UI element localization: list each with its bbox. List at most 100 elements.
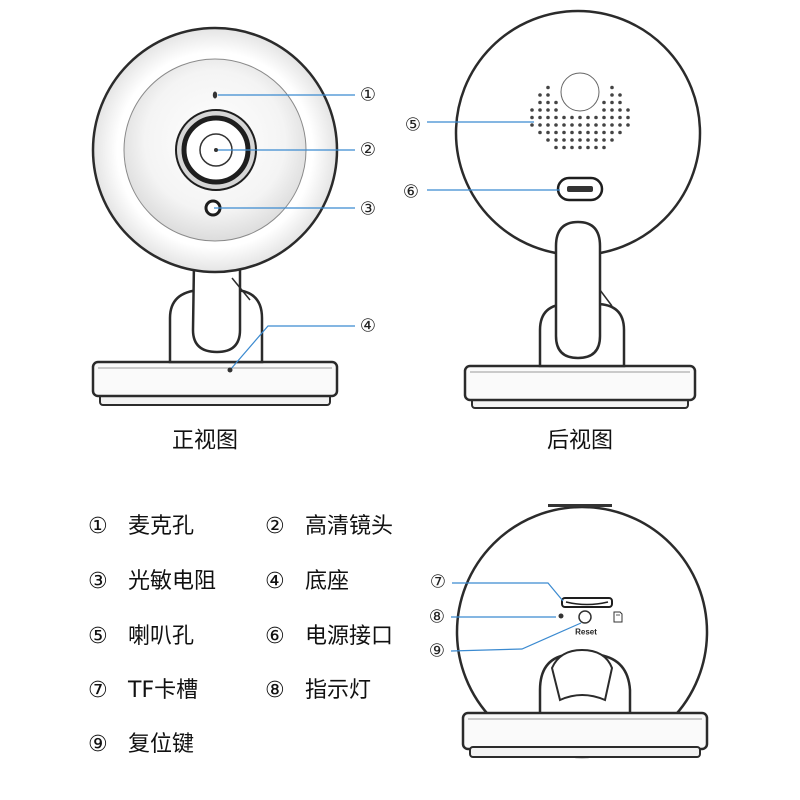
front-view-label: 正视图 <box>172 429 238 454</box>
front-stand-arm-edge <box>231 277 251 301</box>
legend-number: ⑨ <box>88 732 108 757</box>
callout-number-speaker: ⑤ <box>405 115 421 136</box>
speaker-hole <box>554 115 558 120</box>
legend-number: ② <box>265 514 285 539</box>
speaker-hole <box>570 130 574 135</box>
callout-number-indicator: ⑧ <box>429 607 445 628</box>
mic-hole <box>212 91 218 99</box>
callout-number-tf-slot: ⑦ <box>430 572 446 593</box>
legend-number: ④ <box>265 569 285 594</box>
callout-number-light-sensor: ③ <box>360 199 376 220</box>
reset-button <box>578 610 592 624</box>
speaker-hole <box>562 123 566 127</box>
speaker-hole <box>594 123 598 127</box>
bottom-base-rim <box>469 746 701 758</box>
legend-item-speaker: ⑤ 喇叭孔 <box>88 622 194 652</box>
legend-number: ⑦ <box>88 678 108 703</box>
legend-number: ⑧ <box>265 678 285 703</box>
speaker-hole <box>610 108 614 112</box>
front-view: ① ② ③ ④ 正视图 <box>91 26 376 454</box>
speaker-hole <box>602 100 606 105</box>
callout-number-base: ④ <box>360 316 376 337</box>
bottom-base <box>461 711 709 751</box>
speaker-hole <box>594 115 598 120</box>
speaker-hole <box>546 100 550 105</box>
speaker-hole <box>530 115 534 120</box>
callout-line-reset <box>450 622 582 652</box>
speaker-hole <box>610 123 614 127</box>
speaker-hole <box>578 130 582 135</box>
speaker-hole <box>546 108 550 112</box>
legend-text: 底座 <box>305 569 350 594</box>
speaker-hole <box>594 138 598 142</box>
speaker-hole <box>602 130 606 135</box>
speaker-hole <box>562 138 566 142</box>
speaker-hole <box>570 115 574 120</box>
speaker-hole <box>610 93 614 97</box>
legend-text: 光敏电阻 <box>128 569 217 594</box>
back-stand-arm-edge <box>599 289 613 307</box>
indicator-light <box>558 613 564 619</box>
tf-card-slot <box>561 597 613 608</box>
legend-text: 指示灯 <box>305 678 372 703</box>
speaker-hole <box>626 123 630 127</box>
speaker-hole <box>538 108 542 112</box>
speaker-hole <box>530 108 534 112</box>
legend-number: ⑤ <box>88 624 108 649</box>
speaker-hole <box>602 123 606 127</box>
callout-number-reset: ⑨ <box>429 641 445 662</box>
speaker-hole <box>610 85 614 90</box>
speaker-hole <box>618 100 622 105</box>
legend-text: 麦克孔 <box>128 514 195 539</box>
legend-item-tf-slot: ⑦ TF卡槽 <box>88 676 198 706</box>
back-camera-body <box>454 9 702 257</box>
legend-number: ① <box>88 514 108 539</box>
callout-number-power-port: ⑥ <box>403 182 419 203</box>
speaker-hole <box>554 123 558 127</box>
speaker-hole <box>538 115 542 120</box>
speaker-center-circle <box>560 72 600 112</box>
legend-number: ⑥ <box>265 624 285 649</box>
speaker-hole <box>570 123 574 127</box>
speaker-hole <box>594 130 598 135</box>
bottom-top-seam <box>548 504 612 507</box>
speaker-hole <box>618 108 622 112</box>
speaker-hole <box>554 108 558 112</box>
speaker-hole <box>626 108 630 112</box>
speaker-hole <box>626 115 630 120</box>
speaker-hole <box>554 145 558 150</box>
speaker-hole <box>618 130 622 135</box>
speaker-hole <box>546 138 550 142</box>
legend-item-power-port: ⑥ 电源接口 <box>265 622 393 652</box>
legend-item-lens: ② 高清镜头 <box>265 512 393 542</box>
reset-label: Reset <box>575 628 597 637</box>
speaker-hole <box>562 145 566 150</box>
back-view-label: 后视图 <box>547 429 613 454</box>
speaker-hole <box>578 145 582 150</box>
legend-text: 喇叭孔 <box>128 624 195 649</box>
front-stand-arm <box>191 260 242 354</box>
speaker-hole <box>610 100 614 105</box>
legend-item-indicator: ⑧ 指示灯 <box>265 676 371 706</box>
legend-text: 高清镜头 <box>305 514 394 539</box>
speaker-hole <box>538 100 542 105</box>
legend-text: 电源接口 <box>305 624 394 649</box>
speaker-hole <box>554 130 558 135</box>
speaker-hole <box>618 123 622 127</box>
callout-number-lens: ② <box>360 140 376 161</box>
speaker-hole <box>562 130 566 135</box>
speaker-hole <box>546 93 550 97</box>
speaker-hole <box>578 123 582 127</box>
speaker-hole <box>554 138 558 142</box>
speaker-hole <box>570 138 574 142</box>
speaker-hole <box>602 115 606 120</box>
speaker-hole <box>562 115 566 120</box>
legend-text: TF卡槽 <box>128 678 199 703</box>
speaker-hole <box>610 115 614 120</box>
power-port-socket <box>567 186 593 192</box>
speaker-hole <box>586 145 590 150</box>
callout-dot-base <box>227 367 233 373</box>
